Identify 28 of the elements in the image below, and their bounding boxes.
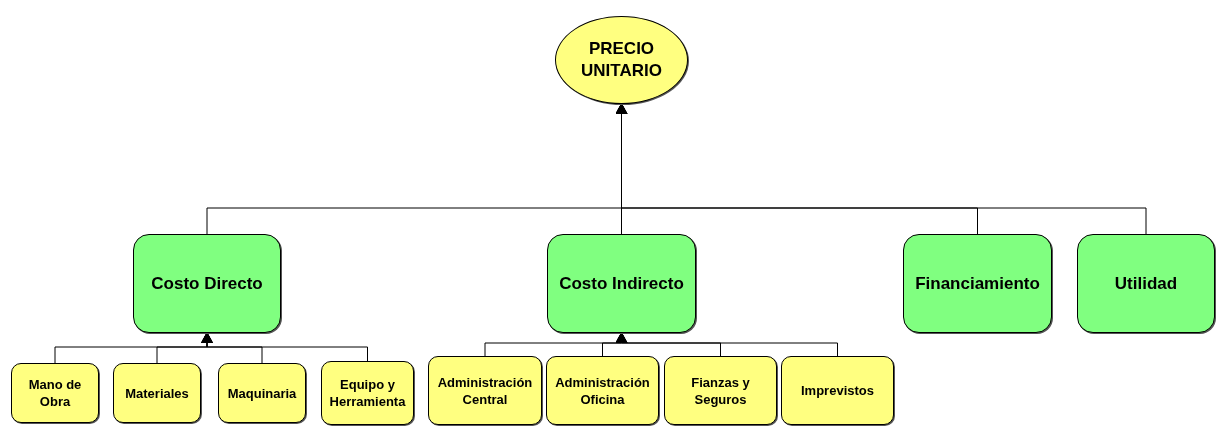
node-label: Materiales <box>125 384 189 402</box>
node-label: Financiamiento <box>915 272 1040 295</box>
item-box <box>428 356 542 425</box>
item-box <box>11 363 99 423</box>
item-box <box>546 356 659 425</box>
node-label: Utilidad <box>1114 272 1178 295</box>
item-box <box>218 363 306 423</box>
node-label: PRECIO UNITARIO <box>580 38 663 82</box>
node-label: Maquinaria <box>227 384 297 402</box>
node-label: Costo Directo <box>151 272 263 295</box>
connector-arrow <box>201 332 368 362</box>
connector-arrow <box>615 103 1147 235</box>
node-label: Costo Indirecto <box>559 272 684 295</box>
item-box <box>113 363 201 423</box>
node-label: Fianzas y Seguros <box>690 373 751 408</box>
node-label: Mano de Obra <box>27 376 83 410</box>
item-box <box>321 361 414 425</box>
item-box <box>781 356 894 425</box>
category-box <box>903 234 1052 333</box>
category-box <box>1077 234 1215 333</box>
node-label: Administración Oficina <box>554 373 651 408</box>
category-box <box>547 234 696 333</box>
node-label: Equipo y Herramienta <box>328 376 407 410</box>
node-label: Imprevistos <box>801 382 874 399</box>
connector-arrow <box>615 332 838 357</box>
item-box <box>664 356 777 425</box>
category-box <box>133 234 281 333</box>
node-label: Administración Central <box>436 373 534 408</box>
